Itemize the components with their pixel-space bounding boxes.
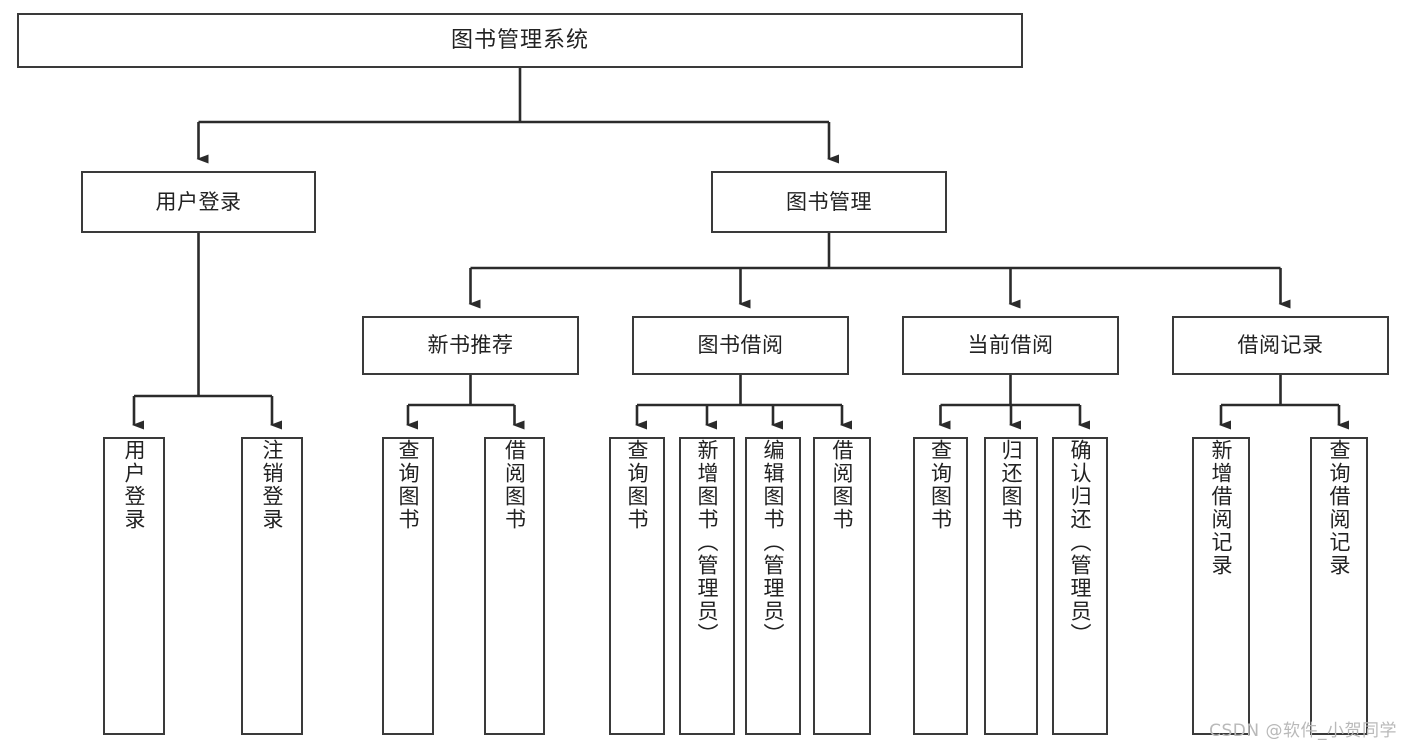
leaf-borrow-book-recommend-label: 借阅图书 bbox=[502, 439, 527, 531]
leaf-borrow-book-label: 借阅图书 bbox=[830, 439, 855, 531]
node-new-book-recommend[interactable]: 新书推荐 bbox=[362, 316, 579, 375]
leaf-logout-label: 注销登录 bbox=[260, 439, 285, 531]
node-user-login-label: 用户登录 bbox=[155, 189, 242, 214]
node-book-management[interactable]: 图书管理 bbox=[711, 171, 947, 233]
leaf-add-borrow-record-label: 新增借阅记录 bbox=[1209, 439, 1234, 577]
node-borrow-record[interactable]: 借阅记录 bbox=[1172, 316, 1389, 375]
leaf-add-book-admin[interactable]: 新增图书（管理员） bbox=[679, 437, 735, 735]
leaf-edit-book-admin-label: 编辑图书（管理员） bbox=[761, 439, 786, 646]
leaf-return-book[interactable]: 归还图书 bbox=[984, 437, 1038, 735]
leaf-add-borrow-record[interactable]: 新增借阅记录 bbox=[1192, 437, 1250, 735]
leaf-query-borrow-record[interactable]: 查询借阅记录 bbox=[1310, 437, 1368, 735]
leaf-query-book-borrow[interactable]: 查询图书 bbox=[609, 437, 665, 735]
watermark-text: CSDN @软件_小贺同学 bbox=[1209, 721, 1397, 741]
leaf-return-book-label: 归还图书 bbox=[999, 439, 1024, 531]
leaf-user-login-label: 用户登录 bbox=[122, 439, 147, 531]
leaf-query-book-borrow-label: 查询图书 bbox=[625, 439, 650, 531]
node-book-borrow-label: 图书借阅 bbox=[697, 333, 784, 358]
node-book-borrow[interactable]: 图书借阅 bbox=[632, 316, 849, 375]
node-current-borrow[interactable]: 当前借阅 bbox=[902, 316, 1119, 375]
node-root-label: 图书管理系统 bbox=[450, 27, 589, 53]
node-borrow-record-label: 借阅记录 bbox=[1237, 333, 1324, 358]
node-new-book-recommend-label: 新书推荐 bbox=[427, 333, 514, 358]
leaf-query-borrow-record-label: 查询借阅记录 bbox=[1327, 439, 1352, 577]
leaf-logout[interactable]: 注销登录 bbox=[241, 437, 303, 735]
node-current-borrow-label: 当前借阅 bbox=[967, 333, 1054, 358]
leaf-borrow-book[interactable]: 借阅图书 bbox=[813, 437, 871, 735]
node-user-login[interactable]: 用户登录 bbox=[81, 171, 316, 233]
leaf-query-book-current[interactable]: 查询图书 bbox=[913, 437, 968, 735]
leaf-query-book-recommend[interactable]: 查询图书 bbox=[382, 437, 434, 735]
node-root[interactable]: 图书管理系统 bbox=[17, 13, 1023, 68]
leaf-query-book-recommend-label: 查询图书 bbox=[396, 439, 421, 531]
leaf-add-book-admin-label: 新增图书（管理员） bbox=[695, 439, 720, 646]
leaf-borrow-book-recommend[interactable]: 借阅图书 bbox=[484, 437, 545, 735]
leaf-user-login[interactable]: 用户登录 bbox=[103, 437, 165, 735]
leaf-confirm-return-admin-label: 确认归还（管理员） bbox=[1068, 439, 1093, 646]
leaf-query-book-current-label: 查询图书 bbox=[928, 439, 953, 531]
leaf-edit-book-admin[interactable]: 编辑图书（管理员） bbox=[745, 437, 801, 735]
leaf-confirm-return-admin[interactable]: 确认归还（管理员） bbox=[1052, 437, 1108, 735]
node-book-management-label: 图书管理 bbox=[786, 189, 872, 214]
